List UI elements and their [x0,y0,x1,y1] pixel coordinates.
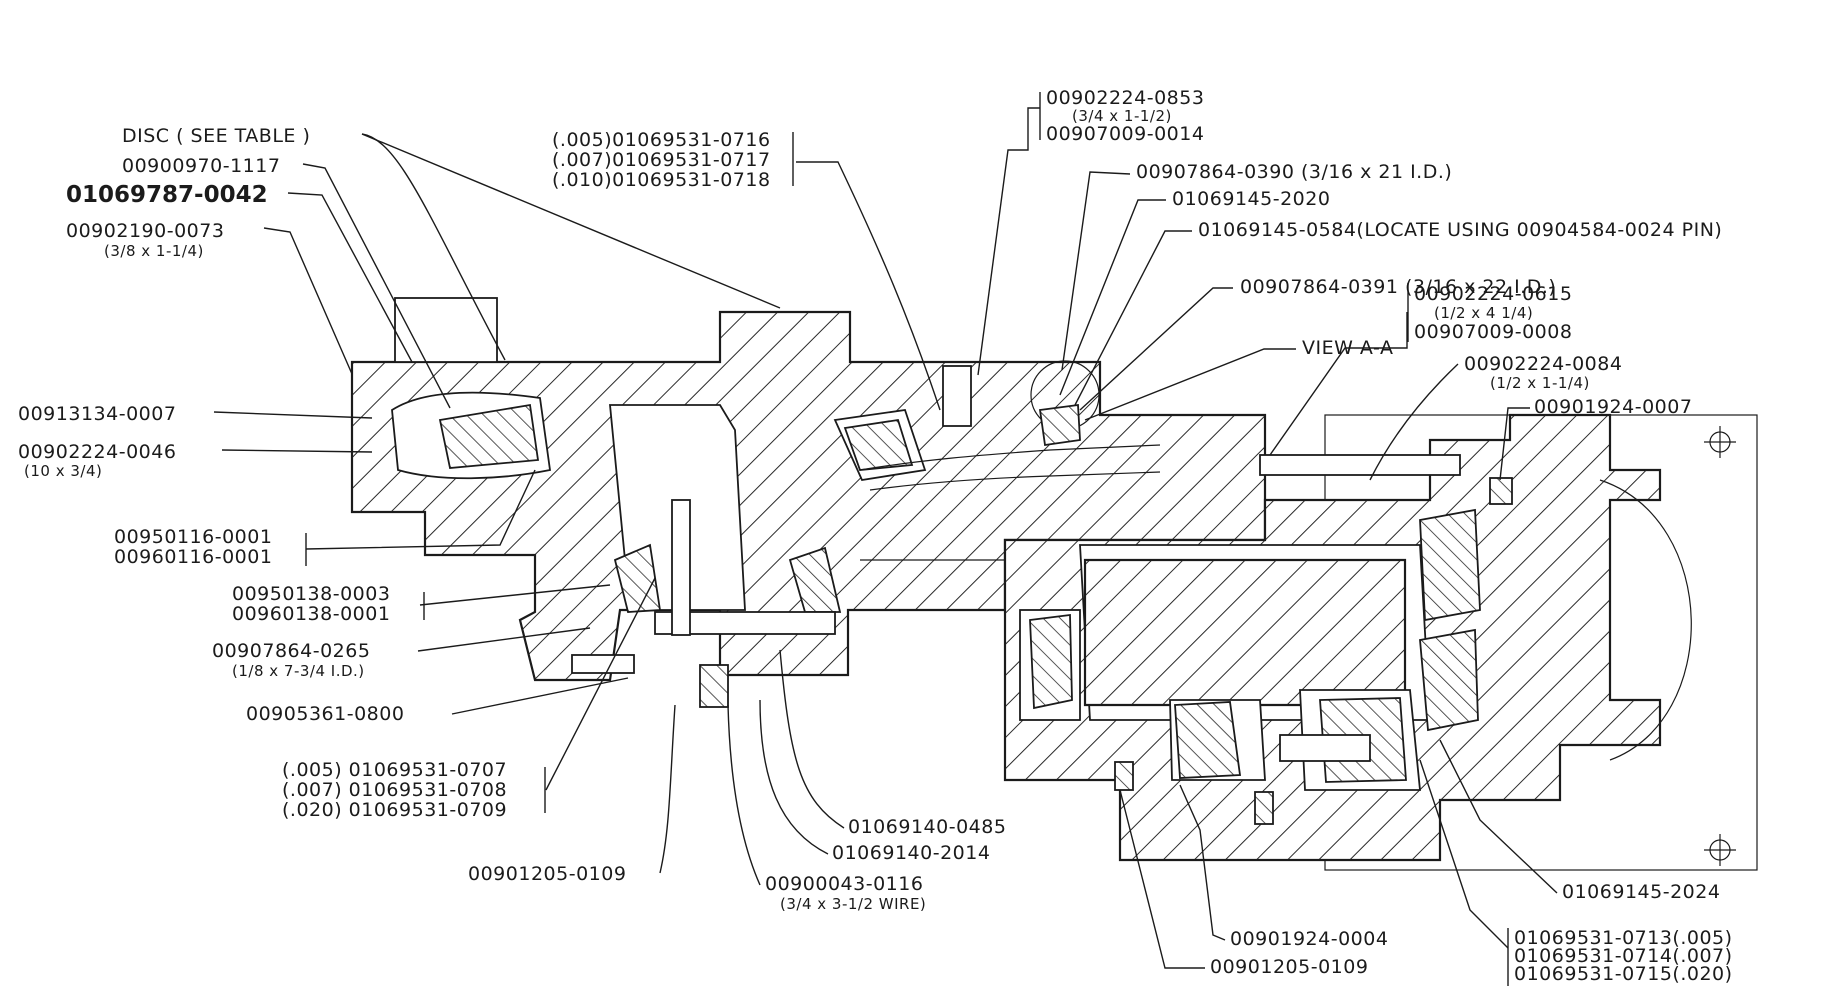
right-top-plug [1489,477,1513,505]
label-shim-007-0717: (.007)01069531-0717 [552,149,771,171]
label-00907864-0390: 00907864-0390 (3/16 x 21 I.D.) [1136,161,1452,183]
label-00902224-0046-size: (10 x 3/4) [24,462,102,480]
bracket-marks [305,92,1509,986]
right-cap-curve [1599,479,1692,761]
label-shim-0714-007: 01069531-0714(.007) [1514,945,1733,967]
right-left-bearing [1029,613,1073,710]
label-00960116-0001: 00960116-0001 [114,546,272,568]
upper-right-bearing [843,418,914,471]
label-00907009-0008: 00907009-0008 [1414,321,1572,343]
label-01069140-2014: 01069140-2014 [832,842,990,864]
label-00902224-0046: 00902224-0046 [18,441,176,463]
label-00902224-0615-size: (1/2 x 4 1/4) [1434,304,1533,322]
label-shim-005-0716: (.005)01069531-0716 [552,129,771,151]
label-01069145-2024: 01069145-2024 [1562,881,1720,903]
label-shim-020-0709: (.020) 01069531-0709 [282,799,507,821]
label-shim-0715-020: 01069531-0715(.020) [1514,963,1733,985]
left-taper-bearing [438,403,540,469]
label-00901924-0004: 00901924-0004 [1230,928,1388,950]
right-housing [1003,413,1758,871]
seal-ring [1038,403,1081,447]
top-boss-outline [394,297,498,363]
label-00907864-0391: 00907864-0391 (3/16 x 22 I.D.) [1240,276,1556,298]
label-00905361-0800: 00905361-0800 [246,703,404,725]
label-shim-010-0718: (.010)01069531-0718 [552,169,771,191]
label-00950116-0001: 00950116-0001 [114,526,272,548]
label-00902224-0853: 00902224-0853 [1046,87,1204,109]
label-00907864-0265-size: (1/8 x 7-3/4 I.D.) [232,662,365,680]
leader-lines [213,107,1558,969]
label-disc-see-table: DISC ( SEE TABLE ) [122,125,310,147]
center-left-bearing [613,543,662,613]
label-01069145-0584: 01069145-0584(LOCATE USING 00904584-0024… [1198,219,1722,241]
upper-bolt [1259,454,1461,476]
vertical-pin [671,499,691,636]
label-00900043-0116: 00900043-0116 [765,873,923,895]
lower-flange [571,654,635,674]
label-00902224-0084: 00902224-0084 [1464,353,1622,375]
centermark-bottom [1704,834,1736,866]
bottom-plug-left [1114,761,1134,791]
label-shim-005-0707: (.005) 01069531-0707 [282,759,507,781]
right-taper-bearing-upper [1419,508,1481,622]
label-00960138-0001: 00960138-0001 [232,603,390,625]
label-00900043-0116-size: (3/4 x 3-1/2 WIRE) [780,895,926,913]
callout-labels: DISC ( SEE TABLE ) 00900970-1117 0106978… [18,87,1733,985]
label-00913134-0007: 00913134-0007 [18,403,176,425]
label-00900970-1117: 00900970-1117 [122,155,280,177]
bottom-plug-right [1254,791,1274,825]
centermark-top [1704,426,1736,458]
center-right-bearing [788,546,842,613]
label-01069787-0042: 01069787-0042 [66,182,268,208]
label-00902224-0853-size: (3/4 x 1-1/2) [1072,107,1172,125]
label-00902224-0615: 00902224-0615 [1414,283,1572,305]
label-00950138-0003: 00950138-0003 [232,583,390,605]
lower-left-gear [1174,701,1242,779]
drain-plug [699,664,729,708]
label-view-a-a: VIEW A-A [1302,337,1393,359]
label-00902190-0073: 00902190-0073 [66,220,224,242]
top-bolt [942,365,972,427]
label-00907009-0014: 00907009-0014 [1046,123,1204,145]
label-00901924-0007: 00901924-0007 [1534,396,1692,418]
lower-pin [1279,734,1371,762]
label-shim-007-0708: (.007) 01069531-0708 [282,779,507,801]
label-00902190-0073-size: (3/8 x 1-1/4) [104,242,204,260]
label-shim-0713-005: 01069531-0713(.005) [1514,927,1733,949]
label-01069145-2020: 01069145-2020 [1172,188,1330,210]
label-01069140-0485: 01069140-0485 [848,816,1006,838]
label-00902224-0084-size: (1/2 x 1-1/4) [1490,374,1590,392]
label-00901205-0109-left: 00901205-0109 [468,863,626,885]
label-00901205-0109-right: 00901205-0109 [1210,956,1368,978]
label-00907864-0265: 00907864-0265 [212,640,370,662]
lower-shaft-plate [654,611,836,635]
right-taper-bearing-lower [1419,628,1479,732]
